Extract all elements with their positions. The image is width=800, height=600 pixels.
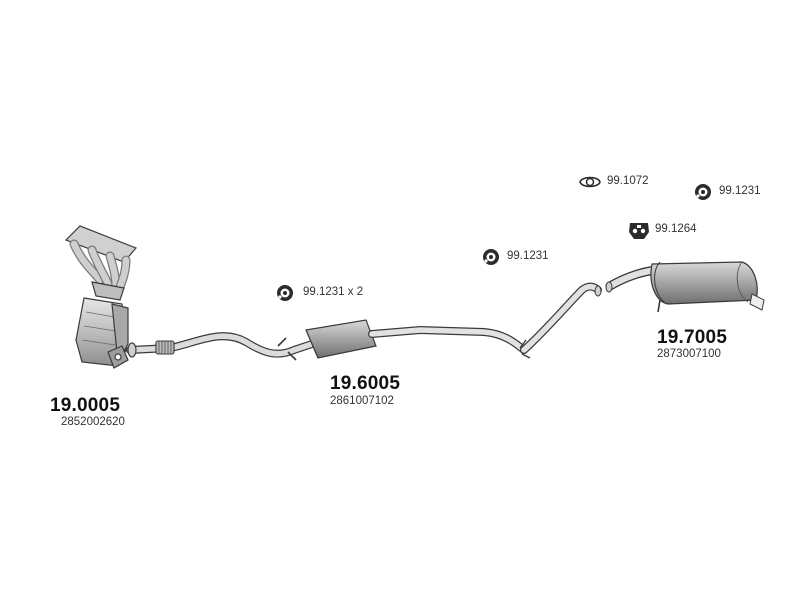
rear-muffler	[605, 261, 765, 313]
rubber-mount-icon	[277, 285, 293, 301]
front-pipe-oe-number: 2861007102	[330, 395, 394, 407]
mount-rear-label: 99.1231	[719, 185, 761, 197]
hanger-mount-icon	[629, 223, 649, 239]
manifold-oe-number: 2852002620	[61, 416, 125, 428]
exhaust-manifold-catalyst	[64, 225, 138, 369]
front-pipe-center-muffler	[126, 282, 602, 361]
gasket-label: 99.1072	[607, 175, 649, 187]
rubber-mount-icon	[695, 184, 711, 200]
rear-muffler-oe-number: 2873007100	[657, 348, 721, 360]
mount-front-label: 99.1231 x 2	[303, 286, 364, 298]
front-pipe-part-number: 19.6005	[330, 373, 401, 394]
rear-muffler-part-number: 19.7005	[657, 327, 728, 348]
manifold-part-number: 19.0005	[50, 395, 121, 416]
gasket-ring-icon	[579, 176, 601, 188]
mount-middle-label: 99.1231	[507, 250, 549, 262]
rubber-mount-icon	[483, 249, 499, 265]
hanger-label: 99.1264	[655, 223, 697, 235]
